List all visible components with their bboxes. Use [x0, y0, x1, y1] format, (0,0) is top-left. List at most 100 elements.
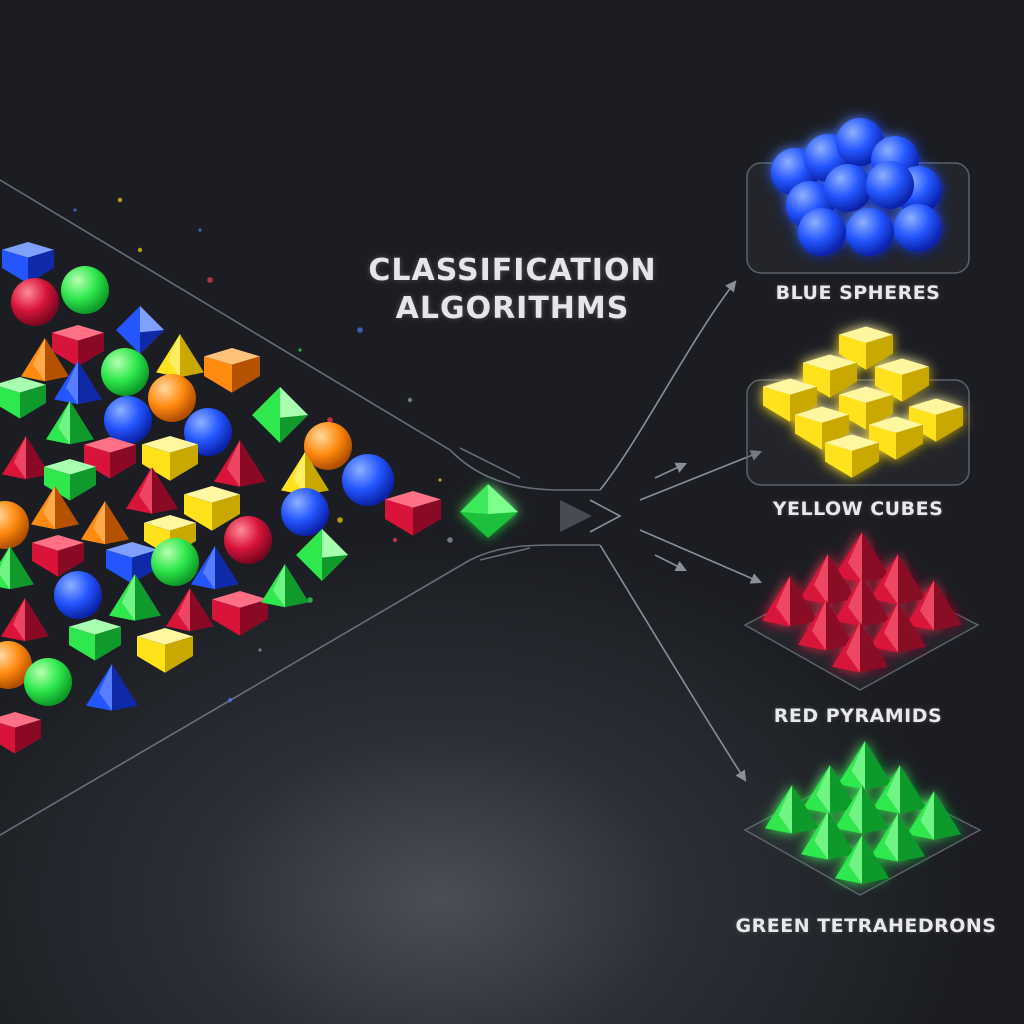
cube: [909, 398, 963, 442]
cube: [2, 242, 54, 284]
pyramid: [906, 580, 962, 631]
pyramid: [765, 785, 819, 834]
sphere: [101, 348, 149, 396]
pyramid: [0, 546, 34, 590]
sphere: [61, 266, 109, 314]
cube: [875, 358, 929, 402]
pyramid: [21, 338, 69, 382]
sphere: [824, 164, 872, 212]
pyramid: [835, 835, 889, 884]
arrow-to-blue-spheres: [599, 280, 737, 491]
funnel-top-line: [0, 179, 600, 491]
sphere: [894, 204, 942, 252]
pyramid: [156, 334, 204, 378]
pyramid: [31, 486, 79, 530]
particle-dot: [327, 417, 333, 423]
cube: [0, 377, 46, 419]
cube: [32, 535, 84, 577]
branch-arrows: [599, 280, 763, 782]
blue-spheres-cluster: [771, 118, 942, 256]
pyramid: [109, 574, 161, 621]
cube: [385, 491, 441, 536]
particle-dot: [407, 397, 413, 403]
cube: [825, 434, 879, 478]
sphere: [798, 208, 846, 256]
pyramid: [907, 791, 961, 840]
pyramid: [86, 664, 138, 711]
cube: [142, 436, 198, 481]
pyramid: [46, 401, 94, 445]
junction-chevrons: [560, 499, 622, 533]
sphere: [148, 374, 196, 422]
funnel-inner-bottom: [479, 547, 531, 561]
sphere: [0, 501, 29, 549]
chevron-icon: [560, 500, 592, 532]
label-yellow-cubes: YELLOW CUBES: [772, 498, 944, 520]
cube: [212, 591, 268, 636]
arrow-to-yellow-cubes: [639, 450, 763, 501]
pyramid: [54, 361, 102, 405]
arrow-to-red-pyramids-short: [654, 554, 688, 572]
pyramid: [281, 452, 329, 496]
sphere: [304, 422, 352, 470]
sphere: [281, 488, 329, 536]
pyramid: [871, 813, 925, 862]
sphere: [24, 658, 72, 706]
pyramid: [832, 622, 888, 673]
cube: [69, 619, 121, 661]
pyramid: [2, 436, 50, 480]
pyramid: [803, 765, 857, 814]
pyramid: [1, 598, 49, 642]
label-red-pyramids: RED PYRAMIDS: [773, 705, 943, 727]
pyramid: [870, 554, 926, 605]
funnel-lines: [0, 179, 600, 836]
cube: [0, 712, 41, 754]
pyramid: [126, 467, 178, 514]
pyramid: [762, 576, 818, 627]
pyramid: [801, 811, 855, 860]
particle-dot: [447, 537, 453, 543]
octahedron: [252, 387, 308, 443]
arrow-to-green-tetrahedrons: [599, 544, 747, 782]
sphere: [846, 208, 894, 256]
green-octahedron-in-transit: [460, 484, 518, 538]
cube: [763, 378, 817, 422]
octahedron: [296, 529, 348, 581]
green-tetrahedrons-cluster: [765, 741, 961, 884]
sphere: [11, 278, 59, 326]
sphere: [342, 454, 394, 506]
cube: [52, 325, 104, 367]
title-line-2: ALGORITHMS: [395, 291, 630, 326]
particle-dot: [438, 478, 442, 482]
pyramid: [800, 554, 856, 605]
pyramid: [870, 602, 926, 653]
funnel-inner-top: [459, 447, 521, 479]
cube: [137, 628, 193, 673]
funnel-bottom-line: [0, 544, 600, 836]
arrow-to-yellow-cubes-short: [654, 462, 688, 479]
pyramid: [214, 440, 266, 487]
sphere: [104, 396, 152, 444]
particle-dot: [227, 697, 233, 703]
particle-dot: [73, 208, 77, 212]
particle-dot: [198, 228, 202, 232]
particle-dot: [392, 537, 398, 543]
pyramid: [798, 600, 854, 651]
arrow-to-red-pyramids: [639, 529, 763, 584]
red-pyramids-cluster: [762, 532, 962, 673]
cube: [106, 542, 158, 584]
cube: [184, 486, 240, 531]
sphere: [151, 538, 199, 586]
cube: [795, 406, 849, 450]
pyramid: [81, 501, 129, 545]
pyramid: [191, 546, 239, 590]
cube: [84, 437, 136, 479]
cube: [869, 416, 923, 460]
particle-dot: [357, 327, 363, 333]
particle-dot: [307, 597, 313, 603]
particle-dots: [73, 197, 453, 703]
pyramid: [838, 741, 892, 790]
label-blue-spheres: BLUE SPHERES: [775, 282, 941, 304]
pyramid: [166, 588, 214, 632]
